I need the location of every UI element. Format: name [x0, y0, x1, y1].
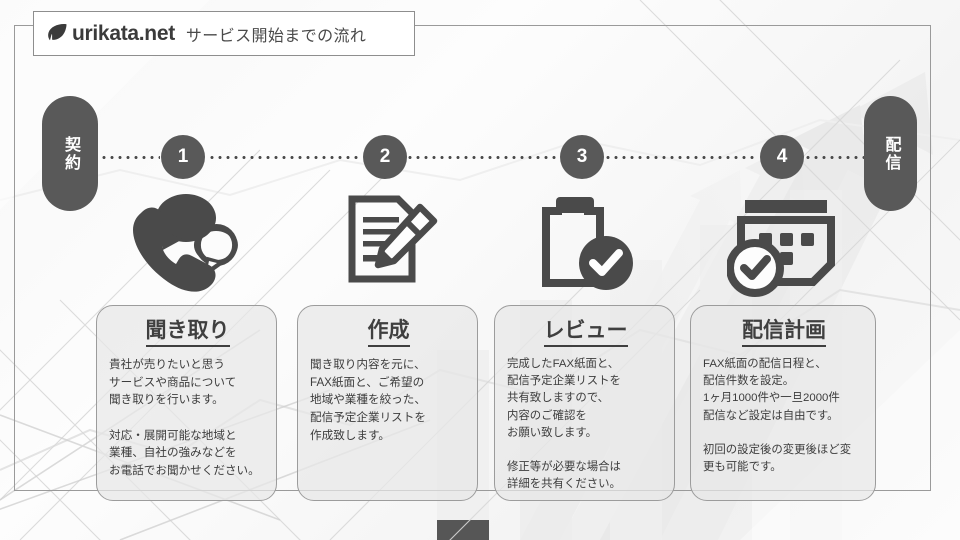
step-card-4[interactable]: 配信計画 FAX紙面の配信日程と、 配信件数を設定。 1ヶ月1000件や一旦20… — [690, 305, 876, 501]
connector-rail-1-2 — [208, 156, 358, 159]
step-card-3[interactable]: レビュー 完成したFAX紙面と、 配信予定企業リストを 共有致しますので、 内容… — [494, 305, 675, 501]
title-header-box: urikata.net サービス開始までの流れ — [33, 11, 415, 56]
card-body: FAX紙面の配信日程と、 配信件数を設定。 1ヶ月1000件や一旦2000件 配… — [703, 358, 852, 473]
card-title-row: 聞き取り — [109, 318, 266, 348]
step-icon-1 — [118, 190, 248, 300]
step-icon-4 — [720, 190, 850, 300]
step-card-2[interactable]: 作成 聞き取り内容を元に、 FAX紙面と、ご希望の 地域や業種を絞った、 配信予… — [297, 305, 478, 501]
step-icon-3 — [520, 190, 650, 300]
connector-rail-right — [804, 156, 864, 159]
brand-name: urikata.net — [72, 21, 175, 45]
step-number-4: 4 — [760, 135, 804, 179]
card-body: 完成したFAX紙面と、 配信予定企業リストを 共有致しますので、 内容のご確認を… — [507, 358, 621, 491]
step-number-1: 1 — [161, 135, 205, 179]
endcap-right-label: 配信 — [882, 135, 900, 172]
card-title-row: 作成 — [310, 318, 467, 348]
phone-chat-icon — [133, 194, 238, 292]
connector-rail-3-4 — [604, 156, 756, 159]
connector-rail-2-3 — [406, 156, 556, 159]
leaf-icon — [48, 23, 67, 40]
clipboard-check-icon — [542, 197, 633, 290]
card-title: 聞き取り — [145, 318, 230, 348]
endcap-contract: 契約 — [42, 96, 98, 211]
step-number-2: 2 — [363, 135, 407, 179]
endcap-delivery: 配信 — [864, 96, 917, 211]
connector-rail-left — [100, 156, 160, 159]
card-title: レビュー — [543, 318, 628, 348]
endcap-left-label: 契約 — [61, 135, 79, 172]
card-body: 貴社が売りたいと思う サービスや商品について 聞き取りを行います。 対応・展開可… — [109, 358, 260, 477]
step-card-1[interactable]: 聞き取り 貴社が売りたいと思う サービスや商品について 聞き取りを行います。 対… — [96, 305, 277, 501]
step-number-3: 3 — [560, 135, 604, 179]
card-title: 作成 — [367, 318, 410, 348]
document-pencil-icon — [348, 195, 438, 283]
card-title: 配信計画 — [742, 318, 826, 348]
step-icon-2 — [323, 190, 453, 300]
page-title: サービス開始までの流れ — [185, 27, 367, 45]
card-title-row: 配信計画 — [703, 318, 865, 348]
card-title-row: レビュー — [507, 318, 664, 348]
card-body: 聞き取り内容を元に、 FAX紙面と、ご希望の 地域や業種を絞った、 配信予定企業… — [310, 358, 426, 442]
calendar-check-icon — [727, 200, 835, 297]
